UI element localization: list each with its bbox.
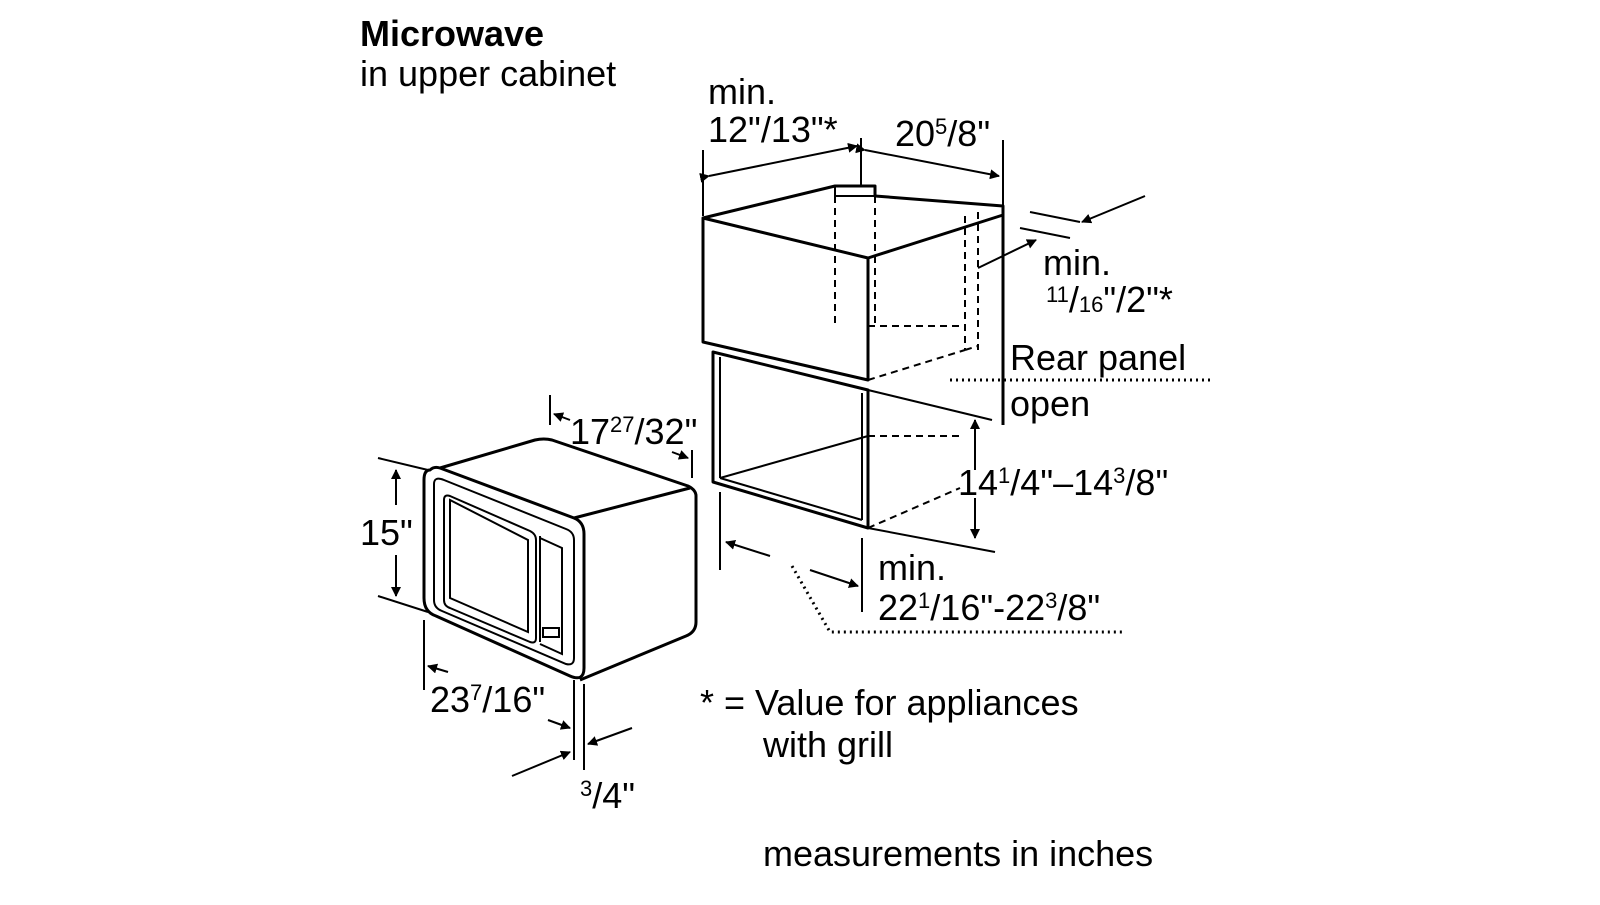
dim-microwave-width: 237/16" <box>423 620 575 760</box>
cab-depth-num: 5 <box>935 114 947 139</box>
svg-text:11/16"/2"*: 11/16"/2"* <box>1046 279 1173 320</box>
gap-num: 11 <box>1046 282 1069 307</box>
mw-height-label: 15" <box>360 512 413 553</box>
rear-panel-note: Rear panel open <box>950 337 1210 424</box>
rear-panel-label-1: Rear panel <box>1010 337 1186 378</box>
mw-width-den: /16" <box>482 679 545 720</box>
niche-min-label: min. <box>878 547 946 588</box>
gap-rest: "/2"* <box>1103 279 1173 320</box>
height-a-den: /4"–14 <box>1010 462 1113 503</box>
svg-text:141/4"–143/8": 141/4"–143/8" <box>958 462 1168 503</box>
niche-den2: /8" <box>1057 587 1100 628</box>
cab-depth-whole: 20 <box>895 113 935 154</box>
footnote-line-2: with grill <box>762 724 893 765</box>
mw-depth-num: 27 <box>610 412 634 437</box>
upper-cabinet <box>701 184 1005 425</box>
dim-cabinet-width: min. 12"/13"* <box>699 71 862 216</box>
height-b-num: 3 <box>1113 463 1125 488</box>
niche-opening <box>711 350 993 530</box>
gap-den: 16 <box>1079 292 1103 317</box>
niche-num: 1 <box>918 588 930 613</box>
frame-den: /4" <box>592 775 635 816</box>
mw-width-num: 7 <box>470 680 482 705</box>
dim-microwave-depth: 1727/32" <box>549 395 697 478</box>
dim-cabinet-depth: 205/8" <box>855 113 1004 206</box>
control-display-icon <box>542 627 560 638</box>
svg-text:1727/32": 1727/32" <box>570 411 697 452</box>
microwave-oven <box>422 437 698 682</box>
dim-niche-height: 141/4"–143/8" <box>867 419 1168 553</box>
niche-num2: 3 <box>1045 588 1057 613</box>
gap-min-label: min. <box>1043 242 1111 283</box>
dim-rear-gap: min. 11/16"/2"* <box>977 195 1173 320</box>
gap-slash: / <box>1069 279 1079 320</box>
svg-text:205/8": 205/8" <box>895 113 990 154</box>
diagram-title: Microwave <box>360 13 544 54</box>
mw-depth-den: /32" <box>635 411 698 452</box>
svg-text:3/4": 3/4" <box>580 775 635 816</box>
svg-text:221/16"-223/8": 221/16"-223/8" <box>878 587 1100 628</box>
footnote-line-1: * = Value for appliances <box>700 682 1079 723</box>
mw-depth-whole: 17 <box>570 411 610 452</box>
cab-width-min-label: min. <box>708 71 776 112</box>
height-a-num: 1 <box>998 463 1010 488</box>
frame-num: 3 <box>580 776 592 801</box>
dim-niche-depth: min. 221/16"-223/8" <box>719 492 1125 634</box>
height-a-whole: 14 <box>958 462 998 503</box>
dim-frame-thickness: 3/4" <box>511 684 635 816</box>
units-note: measurements in inches <box>763 833 1153 874</box>
mw-width-whole: 23 <box>430 679 470 720</box>
svg-text:237/16": 237/16" <box>430 679 545 720</box>
niche-whole: 22 <box>878 587 918 628</box>
niche-den: /16"-22 <box>930 587 1045 628</box>
cab-depth-den: /8" <box>947 113 990 154</box>
height-b-den: /8" <box>1125 462 1168 503</box>
rear-panel-label-2: open <box>1010 383 1090 424</box>
cab-width-value: 12"/13"* <box>708 109 838 150</box>
diagram-subtitle: in upper cabinet <box>360 53 616 94</box>
dim-microwave-height: 15" <box>360 457 429 613</box>
